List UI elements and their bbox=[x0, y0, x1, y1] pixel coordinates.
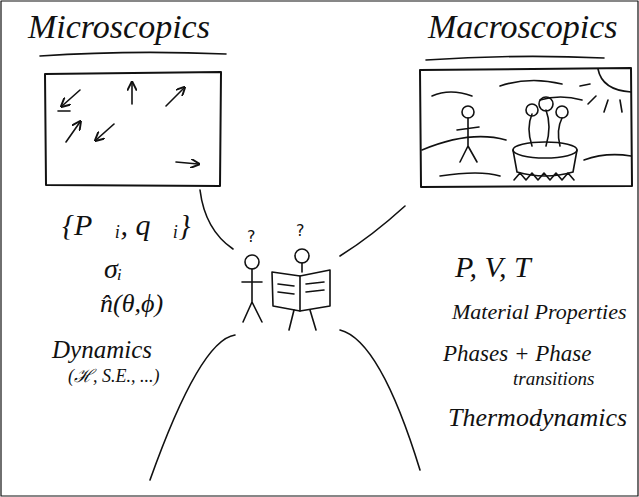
state-variables-label: P, V, T bbox=[455, 250, 531, 283]
question-mark: ? bbox=[247, 228, 256, 246]
stick-figures bbox=[242, 249, 330, 330]
sketch-curve bbox=[150, 335, 235, 480]
question-mark: ? bbox=[296, 222, 305, 240]
sketch-curve bbox=[340, 330, 420, 470]
properties-label: Material Properties bbox=[452, 300, 627, 324]
spin-arrows bbox=[62, 83, 198, 164]
direction-label: n̂(θ,ϕ) bbox=[100, 290, 163, 319]
macro-box bbox=[420, 68, 632, 187]
arrow-underline bbox=[58, 110, 70, 112]
title-underline bbox=[426, 56, 604, 60]
sketch-curve bbox=[340, 206, 405, 256]
dynamics-label: Dynamics (ℋ, S.E., ...) bbox=[52, 334, 182, 388]
thermodynamics-label: Thermodynamics bbox=[448, 404, 627, 433]
micro-box bbox=[45, 72, 221, 186]
landscape-scene bbox=[422, 69, 631, 180]
title-underline bbox=[40, 52, 226, 56]
section-heading: Microscopics bbox=[28, 8, 210, 45]
spin-label: σᵢ bbox=[104, 254, 122, 285]
phases-label: Phases + Phase transitions bbox=[443, 340, 633, 390]
sketch-curve bbox=[200, 190, 233, 249]
section-heading: Macroscopics bbox=[428, 8, 617, 45]
phase-space-label: {P⃗ᵢ, q⃗ᵢ} bbox=[62, 208, 190, 241]
